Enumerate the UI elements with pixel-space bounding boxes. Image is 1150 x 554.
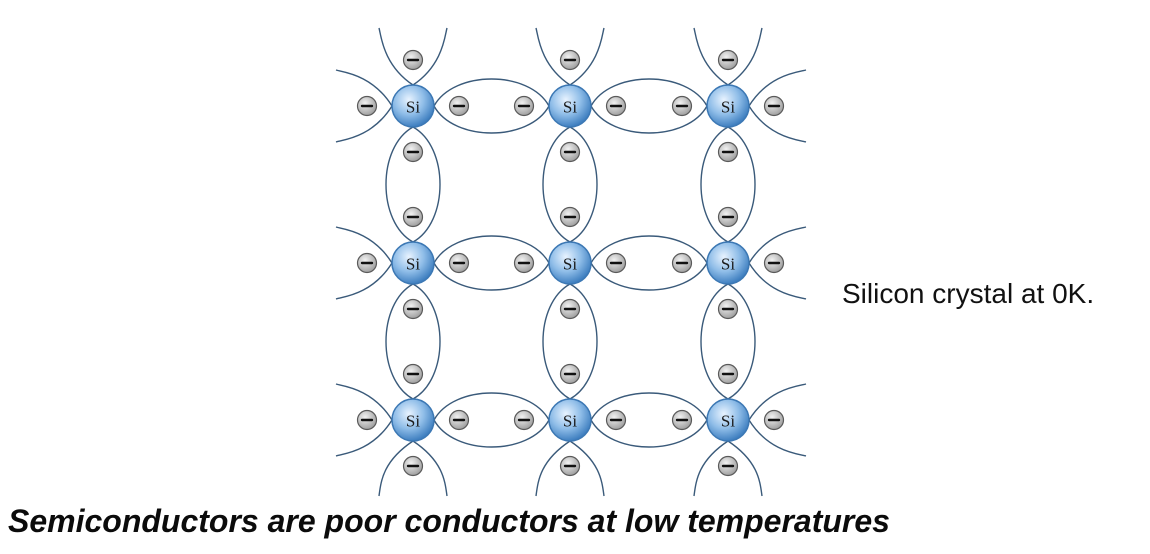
atom-sphere xyxy=(391,241,435,285)
electron xyxy=(717,141,739,163)
electron xyxy=(402,141,424,163)
bond-edge xyxy=(378,27,414,86)
electron xyxy=(671,252,693,274)
electron xyxy=(402,206,424,228)
electron xyxy=(671,95,693,117)
electron xyxy=(402,49,424,71)
electron xyxy=(448,409,470,431)
bond-edge xyxy=(569,440,605,497)
electron xyxy=(513,95,535,117)
atom-sphere xyxy=(548,84,592,128)
side-caption: Silicon crystal at 0K. xyxy=(842,278,1095,309)
bond-edge xyxy=(727,27,763,86)
atom-label: Si xyxy=(721,98,735,117)
bond-edge xyxy=(693,27,729,86)
electron xyxy=(559,49,581,71)
electron xyxy=(356,409,378,431)
electron xyxy=(513,252,535,274)
atom-sphere xyxy=(706,241,750,285)
electron xyxy=(605,252,627,274)
electron xyxy=(559,206,581,228)
electron xyxy=(402,363,424,385)
atom-label: Si xyxy=(406,412,420,431)
silicon-atom: Si xyxy=(391,241,435,285)
electron xyxy=(402,298,424,320)
electron xyxy=(356,252,378,274)
bond-edge xyxy=(693,440,729,497)
electron xyxy=(717,455,739,477)
bond-edge xyxy=(412,440,448,497)
atom-sphere xyxy=(391,84,435,128)
electron xyxy=(448,95,470,117)
bond-edge xyxy=(335,105,393,143)
atom-label: Si xyxy=(563,412,577,431)
silicon-atom: Si xyxy=(548,84,592,128)
bond-edge xyxy=(378,440,414,497)
bond-edge xyxy=(335,226,393,264)
atom-label: Si xyxy=(406,255,420,274)
bottom-caption: Semiconductors are poor conductors at lo… xyxy=(8,503,890,539)
bond-edge xyxy=(748,419,807,457)
electron xyxy=(717,298,739,320)
bond-edge xyxy=(748,383,807,421)
electron xyxy=(717,49,739,71)
electron xyxy=(763,409,785,431)
atom-sphere xyxy=(548,398,592,442)
atom-sphere xyxy=(706,84,750,128)
electron xyxy=(605,409,627,431)
electron xyxy=(402,455,424,477)
bond-edge xyxy=(569,27,605,86)
atom-label: Si xyxy=(563,98,577,117)
bond-edge xyxy=(335,262,393,300)
bond-edge xyxy=(535,440,571,497)
electron xyxy=(717,206,739,228)
silicon-atom: Si xyxy=(706,241,750,285)
electron xyxy=(605,95,627,117)
atom-sphere xyxy=(548,241,592,285)
atom-label: Si xyxy=(721,255,735,274)
electron xyxy=(356,95,378,117)
silicon-atom: Si xyxy=(706,84,750,128)
bond-edge xyxy=(412,27,448,86)
electron xyxy=(763,95,785,117)
electron xyxy=(559,298,581,320)
bond-edge xyxy=(748,105,807,143)
silicon-atom: Si xyxy=(548,398,592,442)
bond-edge xyxy=(535,27,571,86)
electron xyxy=(559,141,581,163)
silicon-atom: Si xyxy=(391,84,435,128)
atom-label: Si xyxy=(721,412,735,431)
silicon-atom: Si xyxy=(548,241,592,285)
atom-label: Si xyxy=(406,98,420,117)
electron xyxy=(717,363,739,385)
bond-edge xyxy=(335,419,393,457)
bond-edge xyxy=(335,383,393,421)
bond-edge xyxy=(748,226,807,264)
electron xyxy=(671,409,693,431)
atom-label: Si xyxy=(563,255,577,274)
electron xyxy=(513,409,535,431)
electron xyxy=(448,252,470,274)
electron xyxy=(559,455,581,477)
bond-edge xyxy=(335,69,393,107)
bond-edge xyxy=(748,262,807,300)
atom-sphere xyxy=(706,398,750,442)
electron xyxy=(559,363,581,385)
electron xyxy=(763,252,785,274)
bond-edge xyxy=(748,69,807,107)
valence-electrons xyxy=(356,49,785,477)
silicon-atom: Si xyxy=(706,398,750,442)
atom-sphere xyxy=(391,398,435,442)
bond-edge xyxy=(727,440,763,497)
silicon-atom: Si xyxy=(391,398,435,442)
